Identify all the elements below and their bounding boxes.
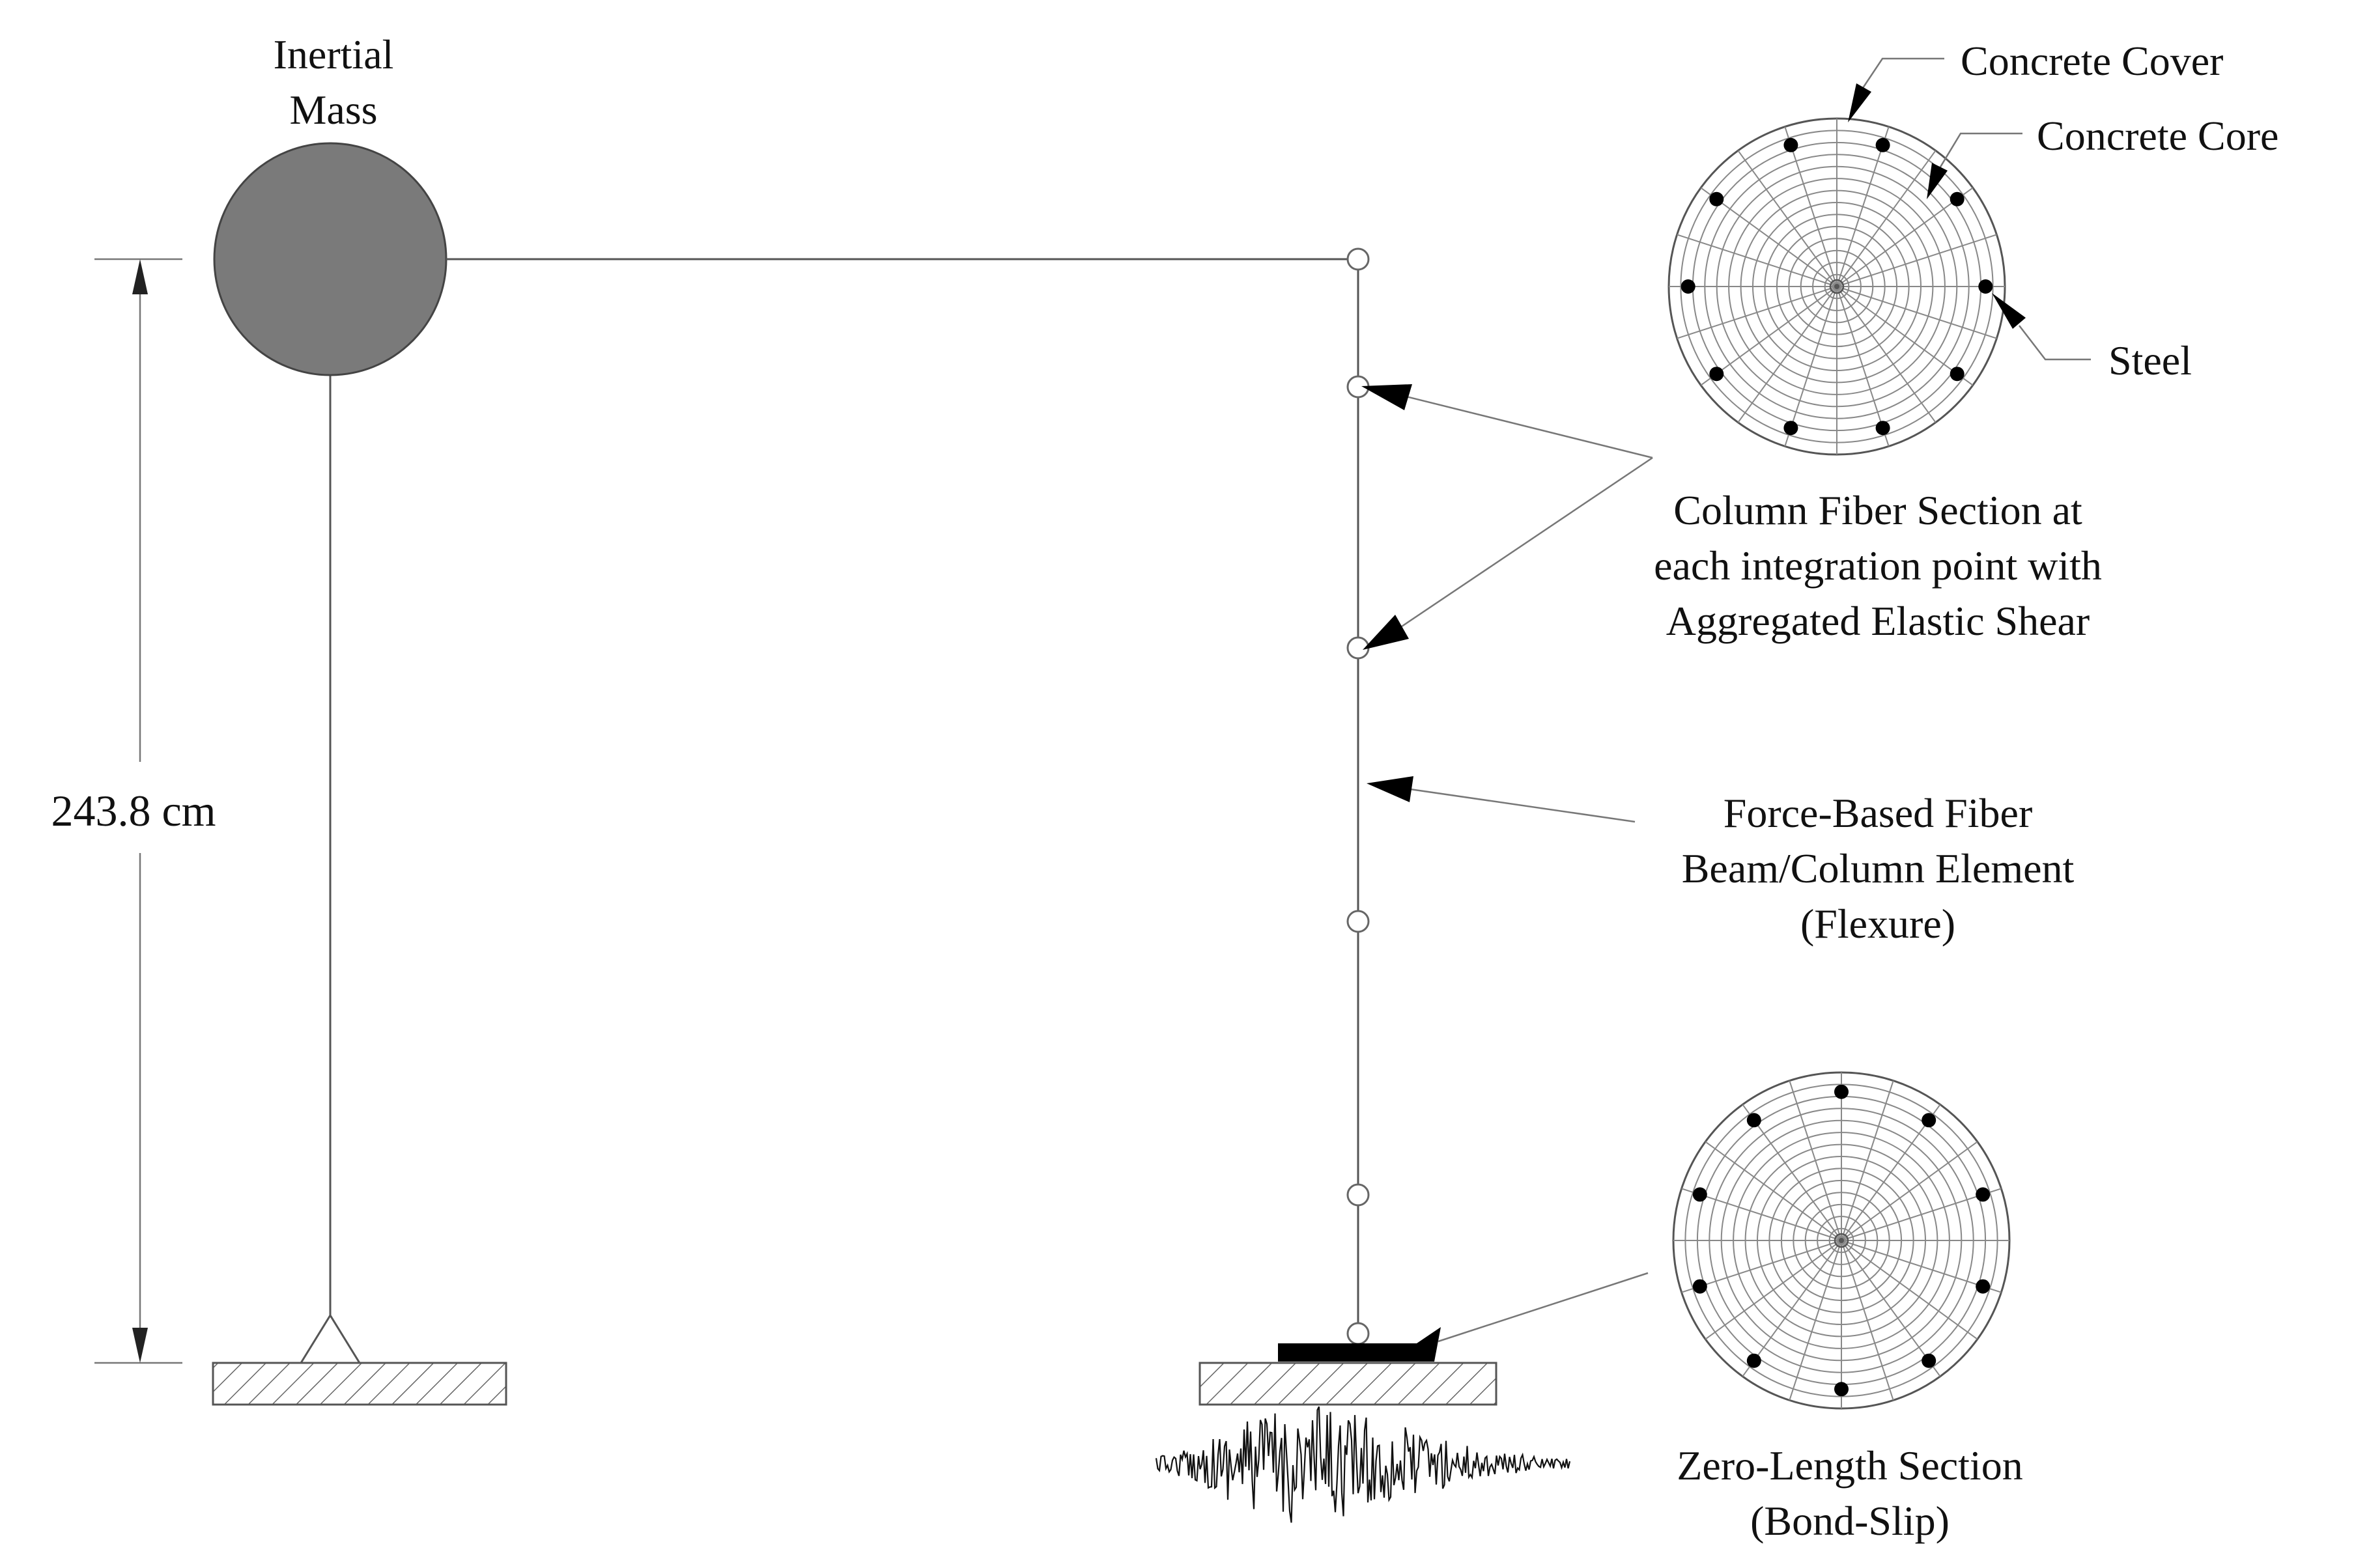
- dim-arrow-bottom-icon: [132, 1328, 148, 1363]
- steel-bar: [1681, 279, 1695, 294]
- steel-bar: [1875, 421, 1890, 436]
- steel-bar: [1922, 1353, 1936, 1368]
- core-arrow-icon: [1927, 163, 1948, 199]
- steel-bar: [1783, 137, 1798, 152]
- integration-node-1: [1346, 247, 1370, 271]
- force-arrow-icon: [1367, 776, 1413, 802]
- zero-length-element: [1278, 1343, 1434, 1362]
- height-dimension: 243.8 cm: [51, 258, 216, 1364]
- dim-arrow-top-icon: [132, 259, 148, 294]
- steel-arrow-icon: [1992, 293, 2026, 329]
- left-model: [212, 142, 1358, 1406]
- steel-bar: [1875, 137, 1890, 152]
- steel-bar: [1976, 1279, 1991, 1294]
- zero-length-arrow-icon: [1417, 1327, 1441, 1362]
- steel-bar: [1950, 367, 1965, 382]
- mass-label-line2: Mass: [289, 87, 377, 133]
- steel-bar: [1922, 1113, 1936, 1128]
- steel-bar: [1692, 1187, 1707, 1202]
- steel-bar: [1834, 1084, 1849, 1099]
- mass-label-line1: Inertial: [274, 31, 394, 77]
- fiber-arrow-lower-icon: [1363, 615, 1409, 650]
- left-ground: [212, 1362, 507, 1406]
- fiber-label-line1: Column Fiber Section at: [1673, 487, 2082, 533]
- core-label: Concrete Core: [2037, 113, 2278, 159]
- steel-bar: [1950, 191, 1965, 206]
- integration-node-5: [1346, 1183, 1370, 1207]
- cover-label: Concrete Cover: [1961, 38, 2223, 84]
- steel-bar: [1746, 1113, 1761, 1128]
- zero-label-line2: (Bond-Slip): [1750, 1498, 1950, 1544]
- steel-label: Steel: [2108, 337, 2192, 384]
- fiber-label-line2: each integration point with: [1654, 542, 2102, 589]
- fiber-arrow-upper-icon: [1361, 384, 1412, 410]
- ground-motion-icon: [1155, 1406, 1571, 1523]
- integration-node-6: [1346, 1322, 1370, 1345]
- force-label-line2: Beam/Column Element: [1682, 845, 2075, 891]
- leaders: [1361, 57, 2091, 1343]
- cover-arrow-icon: [1848, 83, 1871, 122]
- steel-bar: [1834, 1382, 1849, 1397]
- integration-node-4: [1346, 910, 1370, 933]
- fiber-section-top: [1667, 117, 2006, 456]
- zero-label-line1: Zero-Length Section: [1677, 1442, 2022, 1489]
- steel-bar: [1978, 279, 1993, 294]
- pin-support: [300, 1313, 361, 1364]
- inertial-mass: [213, 142, 447, 376]
- steel-bar: [1709, 367, 1724, 382]
- steel-bar: [1709, 191, 1724, 206]
- steel-bar: [1783, 421, 1798, 436]
- fiber-label-line3: Aggregated Elastic Shear: [1666, 598, 2090, 644]
- force-label-line3: (Flexure): [1800, 901, 1955, 947]
- steel-bar: [1692, 1279, 1707, 1294]
- steel-bar: [1746, 1353, 1761, 1368]
- force-label-line1: Force-Based Fiber: [1724, 790, 2033, 836]
- steel-bar: [1976, 1187, 1991, 1202]
- fiber-section-bottom: [1672, 1071, 2011, 1410]
- right-ground: [1199, 1362, 1497, 1406]
- height-label: 243.8 cm: [51, 786, 216, 835]
- right-model: [1155, 247, 1571, 1523]
